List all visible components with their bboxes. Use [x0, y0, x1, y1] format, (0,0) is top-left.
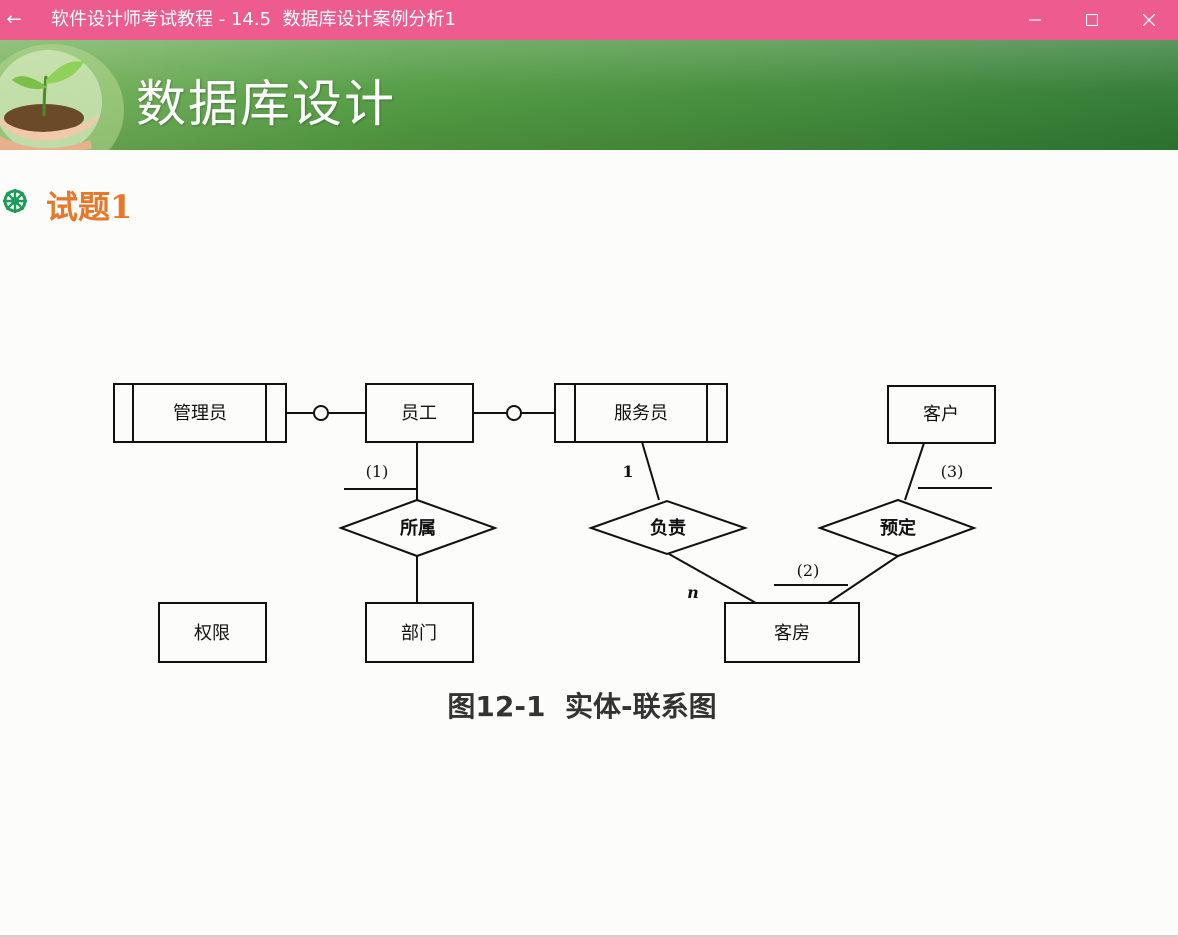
back-button[interactable]: ← — [2, 0, 26, 40]
cardinality-blank2: (2) — [797, 561, 820, 580]
link-reserve-room — [827, 555, 899, 604]
entity-room: 客房 — [774, 623, 810, 644]
entity-permission: 权限 — [194, 623, 230, 644]
inheritance-circle-waiter — [506, 405, 522, 421]
entity-room-box — [724, 602, 860, 663]
inheritance-circle-manager — [313, 405, 329, 421]
entity-customer: 客户 — [923, 404, 959, 425]
cardinality-blank1: (1) — [366, 462, 389, 481]
relationship-responsible: 负责 — [650, 517, 686, 539]
bottom-border — [0, 935, 1178, 937]
arrow-left-icon: ← — [6, 9, 22, 30]
entity-customer-box — [887, 385, 996, 444]
link-responsible-room — [668, 553, 757, 604]
seedling-in-hands-icon — [0, 44, 124, 150]
slide-banner: 数据库设计 — [0, 40, 1178, 150]
cardinality-one: 1 — [622, 462, 633, 481]
link-customer-reserve — [904, 442, 925, 501]
entity-permission-box — [158, 602, 267, 663]
close-button[interactable] — [1121, 0, 1177, 40]
relationship-belongs-diamond — [338, 498, 498, 558]
close-icon — [1143, 14, 1155, 26]
maximize-icon — [1086, 14, 1098, 26]
link-waiter-responsible — [641, 441, 660, 501]
relationship-reserve: 预定 — [880, 517, 916, 539]
banner-title: 数据库设计 — [136, 75, 396, 133]
entity-manager: 管理员 — [173, 403, 227, 424]
entity-waiter-box — [554, 383, 728, 443]
entity-manager-box — [113, 383, 287, 443]
relationship-responsible-diamond — [587, 499, 749, 556]
maximize-button[interactable] — [1064, 0, 1120, 40]
entity-department-box — [365, 602, 474, 663]
entity-employee: 员工 — [401, 403, 437, 424]
minimize-button[interactable] — [1007, 0, 1063, 40]
relationship-reserve-diamond — [817, 498, 977, 558]
title-bar: ← 软件设计师考试教程 - 14.5 数据库设计案例分析1 — [0, 0, 1178, 40]
entity-employee-box — [365, 383, 474, 443]
cardinality-many: n — [687, 583, 699, 602]
figure-caption: 图12-1 实体-联系图 — [447, 690, 716, 723]
green-wheel-bullet-icon — [3, 189, 27, 213]
entity-waiter: 服务员 — [614, 403, 668, 424]
entity-department: 部门 — [401, 623, 437, 644]
cardinality-blank3: (3) — [941, 462, 964, 481]
relationship-belongs: 所属 — [400, 518, 436, 539]
question-title: 试题1 — [46, 188, 133, 226]
minimize-icon — [1029, 19, 1041, 21]
window-title: 软件设计师考试教程 - 14.5 数据库设计案例分析1 — [51, 9, 456, 30]
